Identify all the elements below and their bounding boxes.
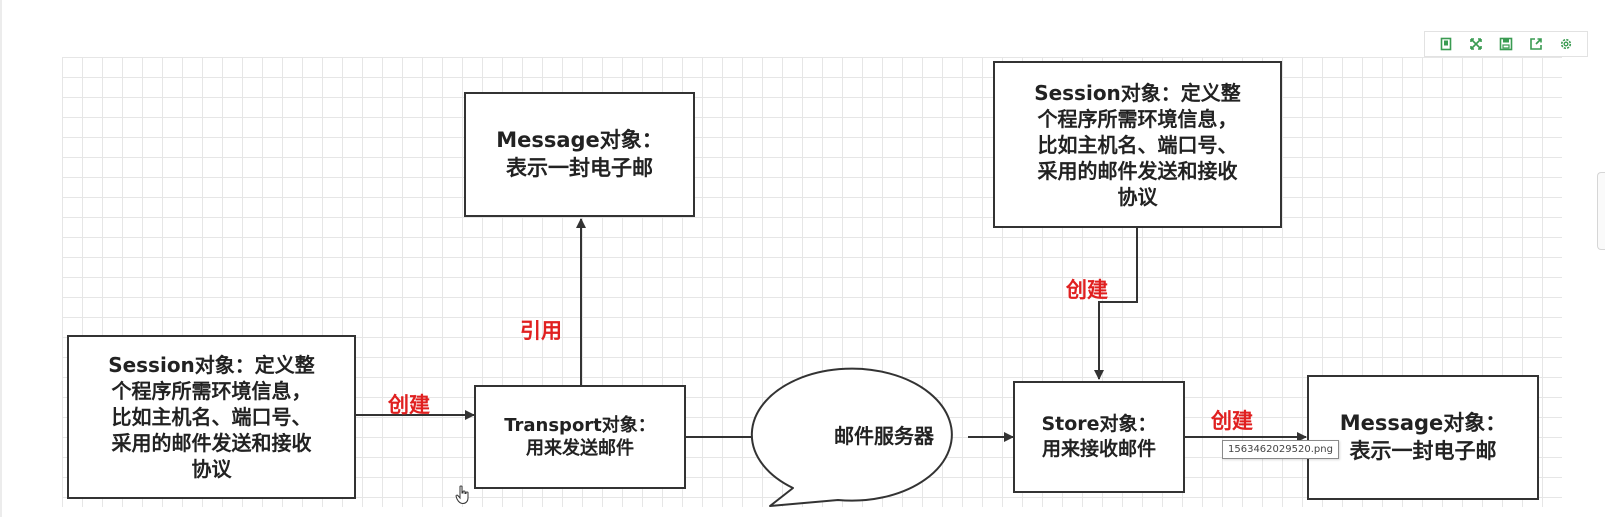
session-object-left-text: Session对象：定义整 个程序所需环境信息， 比如主机名、端口号、 采用的邮… <box>108 353 315 481</box>
hand-cursor-icon <box>455 485 469 505</box>
image-filename-tooltip: 1563462029520.png <box>1222 440 1339 459</box>
fullscreen-icon[interactable] <box>1466 34 1486 54</box>
label-reference: 引用 <box>520 319 562 343</box>
message-object-top-text: Message对象： 表示一封电子邮 <box>496 128 663 180</box>
label-create-right: 创建 <box>1211 409 1253 433</box>
session-object-right: Session对象：定义整 个程序所需环境信息， 比如主机名、端口号、 采用的邮… <box>993 61 1282 228</box>
message-object-right: Message对象： 表示一封电子邮 <box>1307 375 1539 500</box>
diagram-toolbar <box>1424 31 1588 57</box>
label-create-left: 创建 <box>388 393 430 417</box>
transport-object-text: Transport对象： 用来发送邮件 <box>504 414 656 459</box>
session-object-right-text: Session对象：定义整 个程序所需环境信息， 比如主机名、端口号、 采用的邮… <box>1034 80 1241 209</box>
message-object-top: Message对象： 表示一封电子邮 <box>464 92 695 217</box>
arrow-session-to-store <box>1094 228 1138 380</box>
side-panel-handle[interactable] <box>1597 172 1605 250</box>
settings-icon[interactable] <box>1556 34 1576 54</box>
store-object-text: Store对象： 用来接收邮件 <box>1041 413 1157 460</box>
left-edge-rule <box>0 0 2 517</box>
label-create-top-right: 创建 <box>1066 278 1108 302</box>
save-icon[interactable] <box>1496 34 1516 54</box>
store-object: Store对象： 用来接收邮件 <box>1013 381 1185 493</box>
export-icon[interactable] <box>1526 34 1546 54</box>
transport-object: Transport对象： 用来发送邮件 <box>474 385 686 489</box>
mail-server-bubble <box>750 367 953 507</box>
bookmark-icon[interactable] <box>1436 34 1456 54</box>
session-object-left: Session对象：定义整 个程序所需环境信息， 比如主机名、端口号、 采用的邮… <box>67 335 356 499</box>
mail-server-label: 邮件服务器 <box>834 424 934 448</box>
message-object-right-text: Message对象： 表示一封电子邮 <box>1339 411 1507 463</box>
